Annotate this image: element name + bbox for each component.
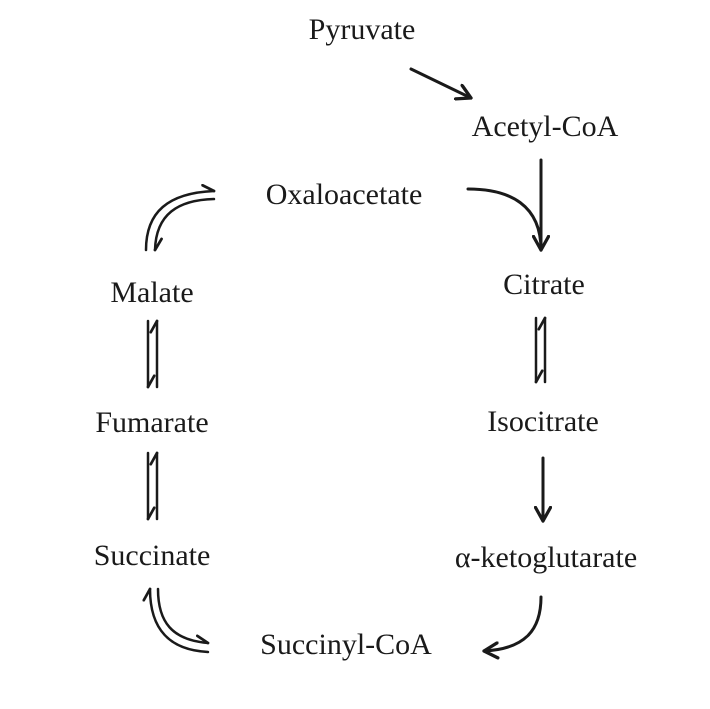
node-malate: Malate bbox=[110, 276, 193, 309]
arrow-pyruvate-to-acetyl-coa bbox=[409, 67, 471, 98]
arrow-succinate-fumarate-reversible bbox=[148, 453, 157, 519]
node-alpha-ketoglutarate: α-ketoglutarate bbox=[455, 541, 637, 574]
arrow-citrate-isocitrate-reversible bbox=[536, 318, 545, 382]
arrow-oxaloacetate-to-citrate bbox=[466, 187, 543, 252]
node-citrate: Citrate bbox=[503, 268, 585, 301]
node-succinate: Succinate bbox=[94, 539, 211, 572]
node-pyruvate: Pyruvate bbox=[309, 13, 416, 46]
node-isocitrate: Isocitrate bbox=[487, 405, 599, 438]
arrow-succinyl-coa-succinate-reversible bbox=[150, 589, 208, 654]
node-oxaloacetate: Oxaloacetate bbox=[266, 178, 423, 211]
node-fumarate: Fumarate bbox=[95, 406, 208, 439]
arrow-fumarate-malate-reversible bbox=[148, 321, 157, 387]
node-acetyl-coa: Acetyl-CoA bbox=[472, 110, 619, 143]
arrow-alpha-ketoglutarate-to-succinyl-coa bbox=[484, 595, 543, 651]
arrow-malate-oxaloacetate-reversible bbox=[144, 191, 214, 250]
node-succinyl-coa: Succinyl-CoA bbox=[260, 628, 432, 661]
